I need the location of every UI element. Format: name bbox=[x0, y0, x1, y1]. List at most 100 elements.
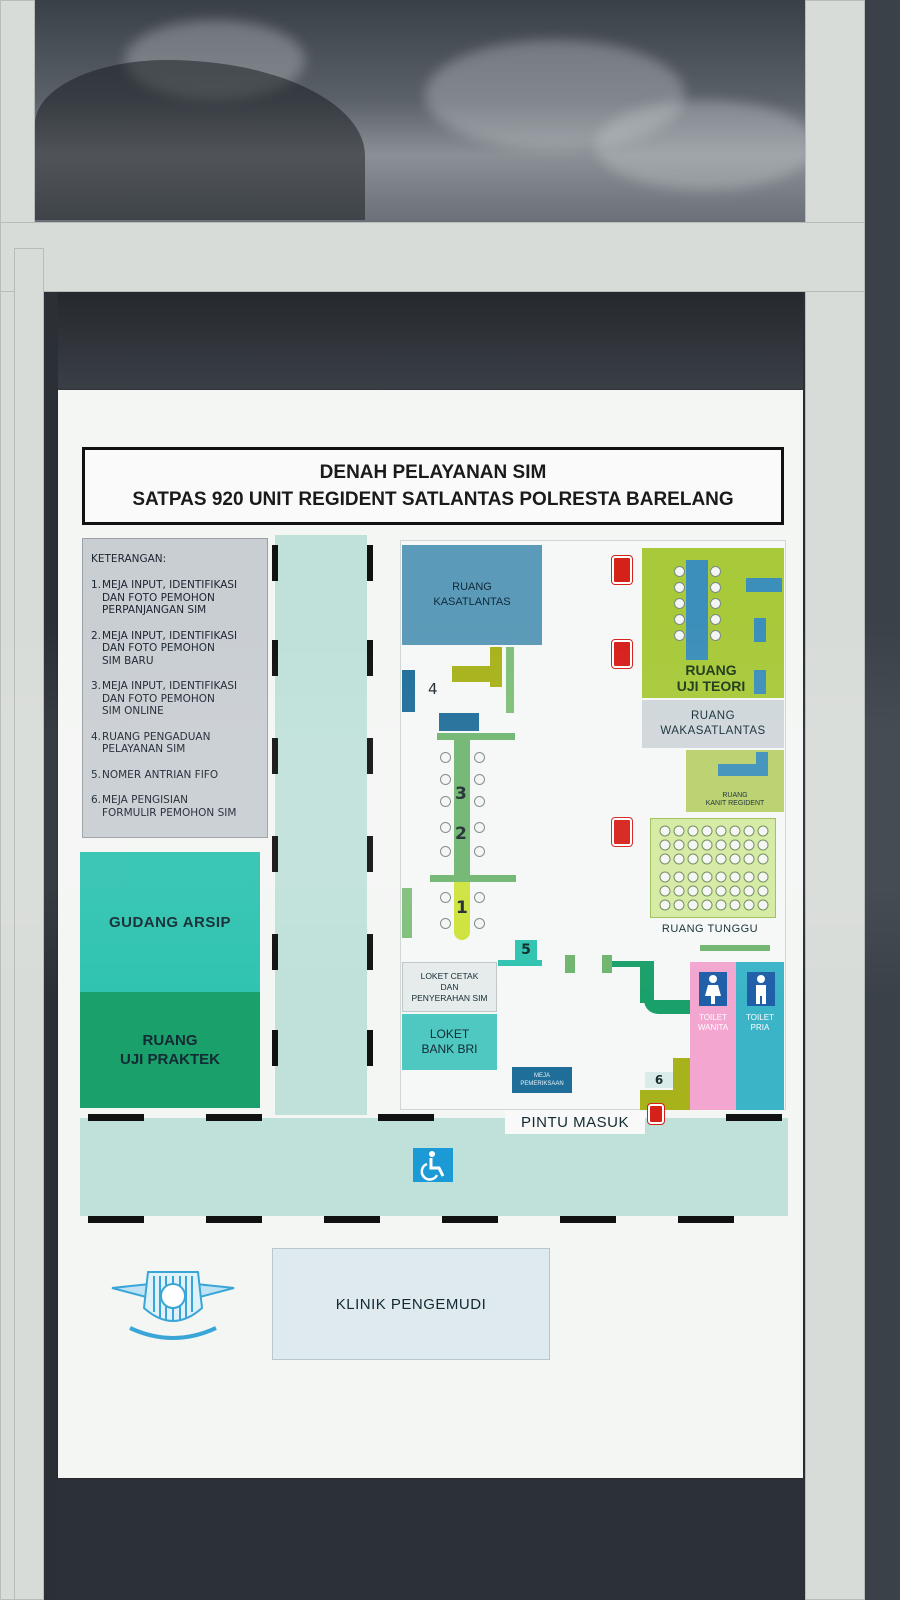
chair bbox=[710, 630, 721, 641]
corridor-door-mark bbox=[272, 640, 278, 676]
window-frame-crossbar bbox=[0, 222, 865, 292]
uji-teori-label: RUANG UJI TEORI bbox=[676, 662, 746, 694]
exam-desk bbox=[754, 670, 766, 694]
meja-pemeriksaan: MEJA PEMERIKSAAN bbox=[512, 1067, 572, 1093]
sign-title: DENAH PELAYANAN SIM SATPAS 920 UNIT REGI… bbox=[82, 447, 784, 525]
chair bbox=[674, 566, 685, 577]
corridor-door-mark bbox=[367, 836, 373, 872]
fire-extinguisher-icon bbox=[647, 1103, 665, 1125]
chair bbox=[474, 774, 485, 785]
legend-panel: KETERANGAN: 1.MEJA INPUT, IDENTIFIKASI D… bbox=[82, 538, 268, 838]
corridor-vertical bbox=[275, 535, 367, 1115]
window-glass-mid bbox=[58, 292, 803, 397]
toilet-sink-bar bbox=[700, 945, 770, 951]
chair bbox=[440, 846, 451, 857]
legend-item: 1.MEJA INPUT, IDENTIFIKASI DAN FOTO PEMO… bbox=[91, 579, 238, 616]
cloud-reflection bbox=[595, 100, 815, 190]
legend-item: 6.MEJA PENGISIAN FORMULIR PEMOHON SIM bbox=[91, 794, 237, 819]
corridor-door-mark bbox=[367, 640, 373, 676]
room-uji-praktek: RUANG UJI PRAKTEK bbox=[80, 992, 260, 1108]
fire-extinguisher-icon bbox=[611, 639, 633, 669]
corridor-door-mark bbox=[88, 1216, 144, 1223]
marker-3: 3 bbox=[455, 784, 467, 804]
corridor-door-mark bbox=[442, 1216, 498, 1223]
queue-bar bbox=[498, 960, 542, 966]
chair bbox=[674, 598, 685, 609]
legend-heading: KETERANGAN: bbox=[91, 553, 167, 565]
room-tunggu bbox=[650, 818, 776, 918]
queue-post bbox=[565, 955, 575, 973]
chair bbox=[440, 774, 451, 785]
chair bbox=[474, 918, 485, 929]
chair bbox=[710, 598, 721, 609]
chair bbox=[474, 822, 485, 833]
marker-5: 5 bbox=[515, 940, 537, 960]
chair bbox=[440, 822, 451, 833]
corridor-door-mark bbox=[560, 1216, 616, 1223]
counter-column bbox=[454, 740, 470, 878]
chair bbox=[674, 582, 685, 593]
corridor-door-mark bbox=[88, 1114, 144, 1121]
corridor-door-mark bbox=[367, 738, 373, 774]
corridor-door-mark bbox=[367, 934, 373, 970]
queue-rail bbox=[640, 961, 654, 1003]
corridor-door-mark bbox=[367, 545, 373, 581]
wall-right bbox=[865, 0, 900, 1600]
marker-1: 1 bbox=[456, 898, 468, 918]
chair bbox=[710, 582, 721, 593]
room-gudang-arsip: GUDANG ARSIP bbox=[80, 852, 260, 992]
corridor-door-mark bbox=[367, 1030, 373, 1066]
chair bbox=[440, 918, 451, 929]
room-wakasatlantas: RUANG WAKASATLANTAS bbox=[642, 700, 784, 748]
title-line-1: DENAH PELAYANAN SIM bbox=[319, 462, 547, 483]
cloud-reflection bbox=[425, 40, 685, 150]
toilet-wanita-label: TOILET WANITA bbox=[697, 1013, 729, 1032]
chair bbox=[440, 796, 451, 807]
fire-extinguisher-icon bbox=[611, 555, 633, 585]
service-desk-top bbox=[439, 713, 479, 731]
room-loket-cetak: LOKET CETAK DAN PENYERAHAN SIM bbox=[402, 962, 497, 1012]
woman-icon bbox=[699, 972, 727, 1006]
corridor-door-mark bbox=[272, 545, 278, 581]
marker-6: 6 bbox=[645, 1072, 673, 1088]
legend-item: 5.NOMER ANTRIAN FIFO bbox=[91, 768, 219, 781]
chair bbox=[474, 796, 485, 807]
wall-panel bbox=[402, 888, 412, 938]
police-emblem-icon bbox=[110, 1258, 236, 1350]
desk-4 bbox=[490, 647, 502, 687]
ruang-tunggu-label: RUANG TUNGGU bbox=[661, 923, 759, 935]
corridor-door-mark bbox=[272, 934, 278, 970]
chair bbox=[474, 892, 485, 903]
room-kasatlantas: RUANG KASATLANTAS bbox=[402, 545, 542, 645]
toilet-pria-label: TOILET PRIA bbox=[746, 1013, 774, 1032]
chair bbox=[710, 566, 721, 577]
exam-desk bbox=[746, 578, 782, 592]
office-desk bbox=[756, 752, 768, 776]
desk-6 bbox=[673, 1058, 692, 1090]
corridor-door-mark bbox=[272, 836, 278, 872]
exam-desk bbox=[754, 618, 766, 642]
room-loket-bank-bri: LOKET BANK BRI bbox=[402, 1014, 497, 1070]
chair bbox=[474, 846, 485, 857]
window-frame-inner-left bbox=[14, 248, 44, 1600]
legend-item: 2.MEJA INPUT, IDENTIFIKASI DAN FOTO PEMO… bbox=[91, 629, 238, 667]
marker-4: 4 bbox=[428, 680, 438, 698]
corridor-door-mark bbox=[272, 738, 278, 774]
desk-4 bbox=[452, 666, 502, 682]
chair bbox=[710, 614, 721, 625]
corridor-door-mark bbox=[726, 1114, 782, 1121]
chair bbox=[440, 752, 451, 763]
desk-4-divider bbox=[506, 647, 514, 713]
corridor-door-mark bbox=[324, 1216, 380, 1223]
room-klinik-pengemudi: KLINIK PENGEMUDI bbox=[272, 1248, 550, 1360]
window-glass-top bbox=[35, 0, 825, 222]
kanit-regident-label: RUANG KANIT REGIDENT bbox=[705, 791, 765, 808]
chair bbox=[440, 892, 451, 903]
legend-item: 3.MEJA INPUT, IDENTIFIKASI DAN FOTO PEMO… bbox=[91, 680, 238, 717]
tree-reflection bbox=[35, 60, 365, 220]
counter-1 bbox=[454, 882, 470, 940]
window-glass-bottom bbox=[58, 1476, 803, 1600]
exam-table bbox=[686, 560, 708, 660]
pintu-masuk-label: PINTU MASUK bbox=[505, 1110, 645, 1134]
